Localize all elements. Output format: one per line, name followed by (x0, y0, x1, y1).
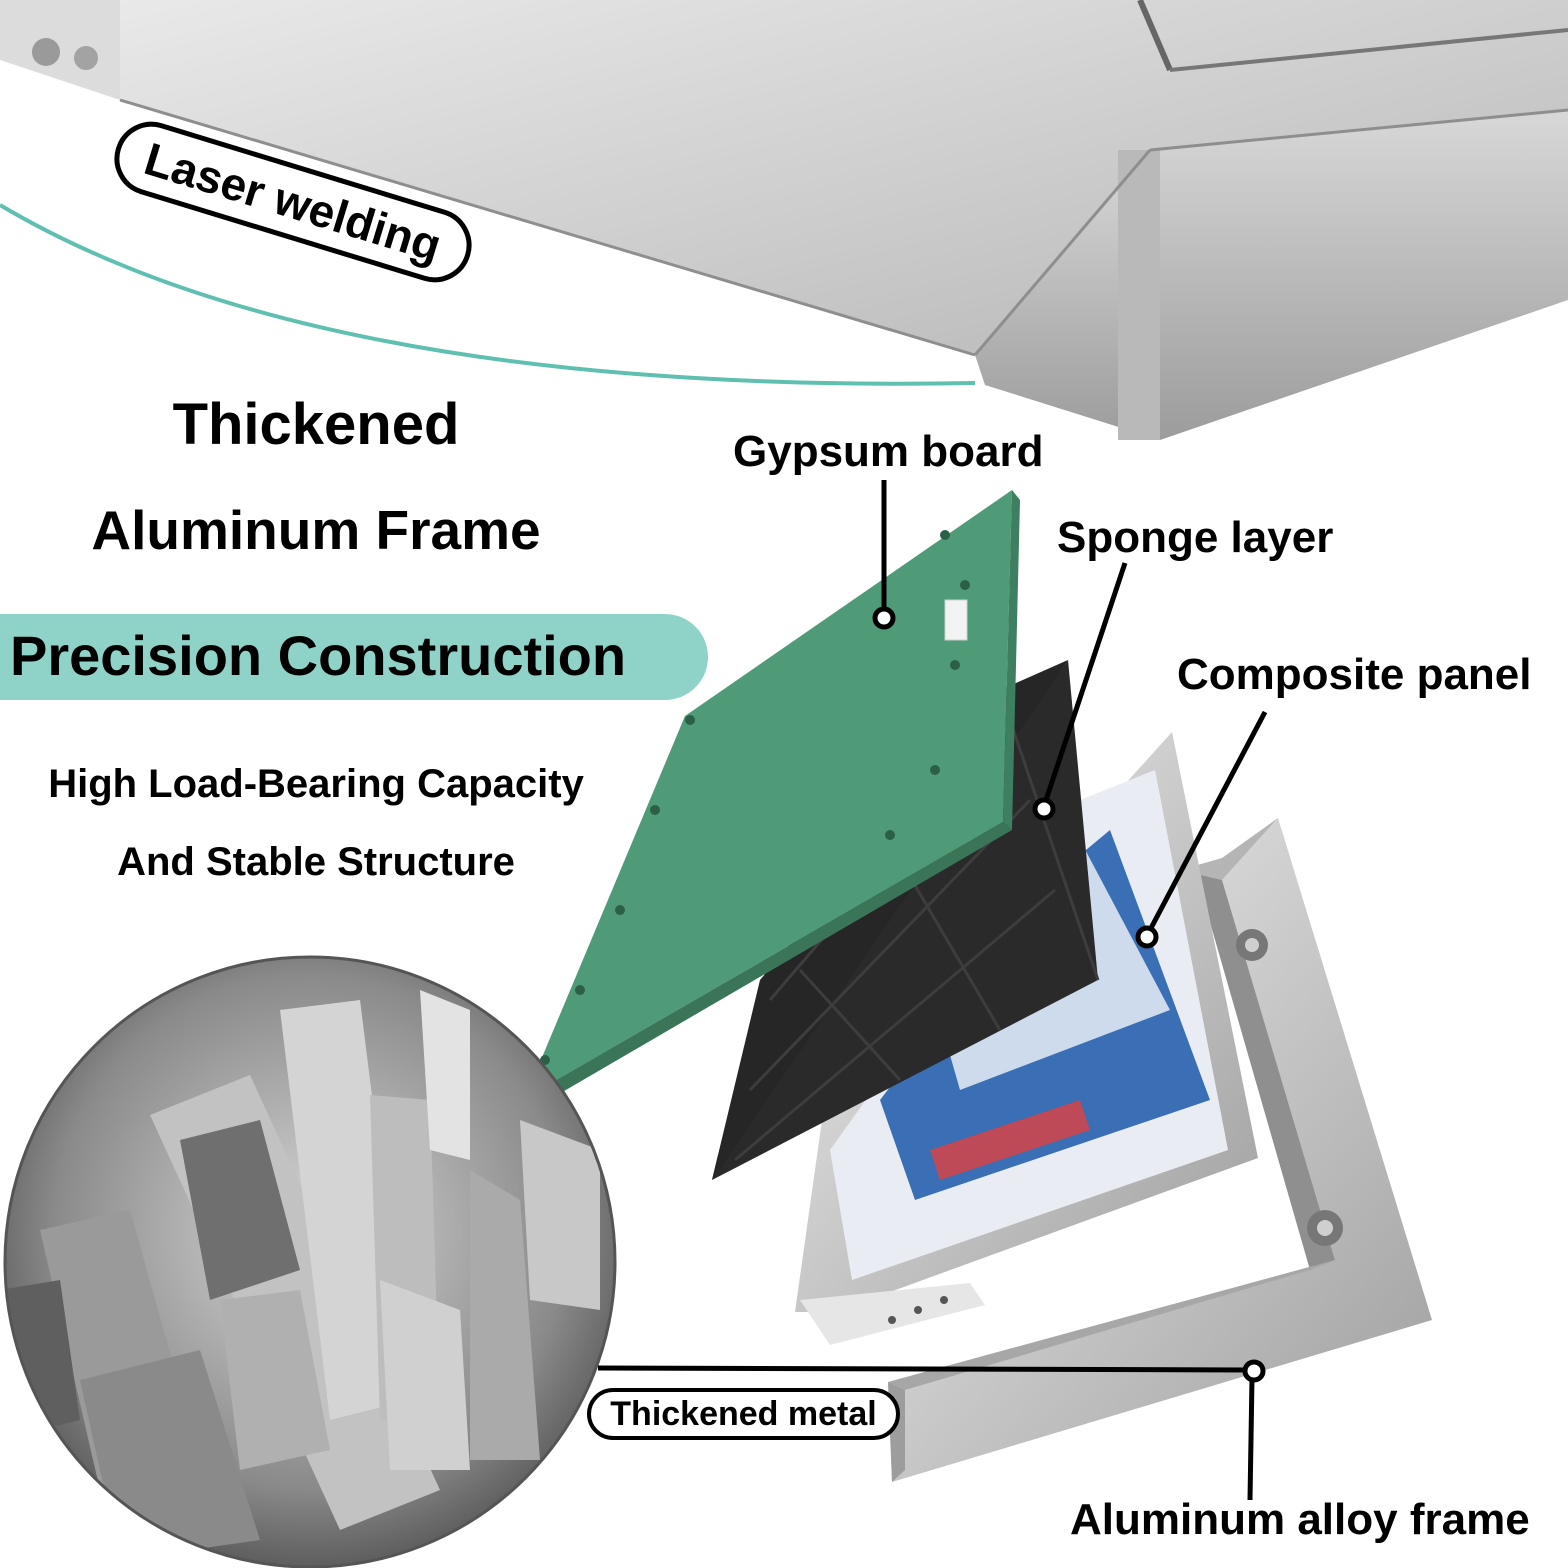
composite-panel (795, 732, 1258, 1345)
composite-panel-label: Composite panel (1177, 650, 1532, 699)
aluminum-alloy-frame (888, 818, 1432, 1482)
headline-line-1: Thickened (172, 392, 460, 457)
precision-banner: Precision Construction (0, 614, 708, 700)
aluminum-alloy-frame-label: Aluminum alloy frame (1070, 1495, 1530, 1544)
subtext-line-1: High Load-Bearing Capacity (48, 762, 584, 806)
sponge-layer-label: Sponge layer (1057, 513, 1334, 562)
callout-leaders (597, 480, 1268, 1501)
thickened-metal-callout: Thickened metal (587, 1388, 900, 1440)
callout-dots (872, 606, 1266, 1383)
headline-line-2: Aluminum Frame (91, 499, 541, 561)
gypsum-board (525, 490, 1020, 1108)
accent-arc (0, 203, 976, 386)
banner-text: Precision Construction (10, 624, 627, 687)
thickened-metal-label: Thickened metal (610, 1395, 877, 1433)
welded-frame-corner (0, 0, 1568, 440)
gypsum-board-label: Gypsum board (733, 427, 1044, 476)
subtext-line-2: And Stable Structure (117, 840, 515, 884)
aluminum-extrusion-photo (3, 955, 617, 1568)
